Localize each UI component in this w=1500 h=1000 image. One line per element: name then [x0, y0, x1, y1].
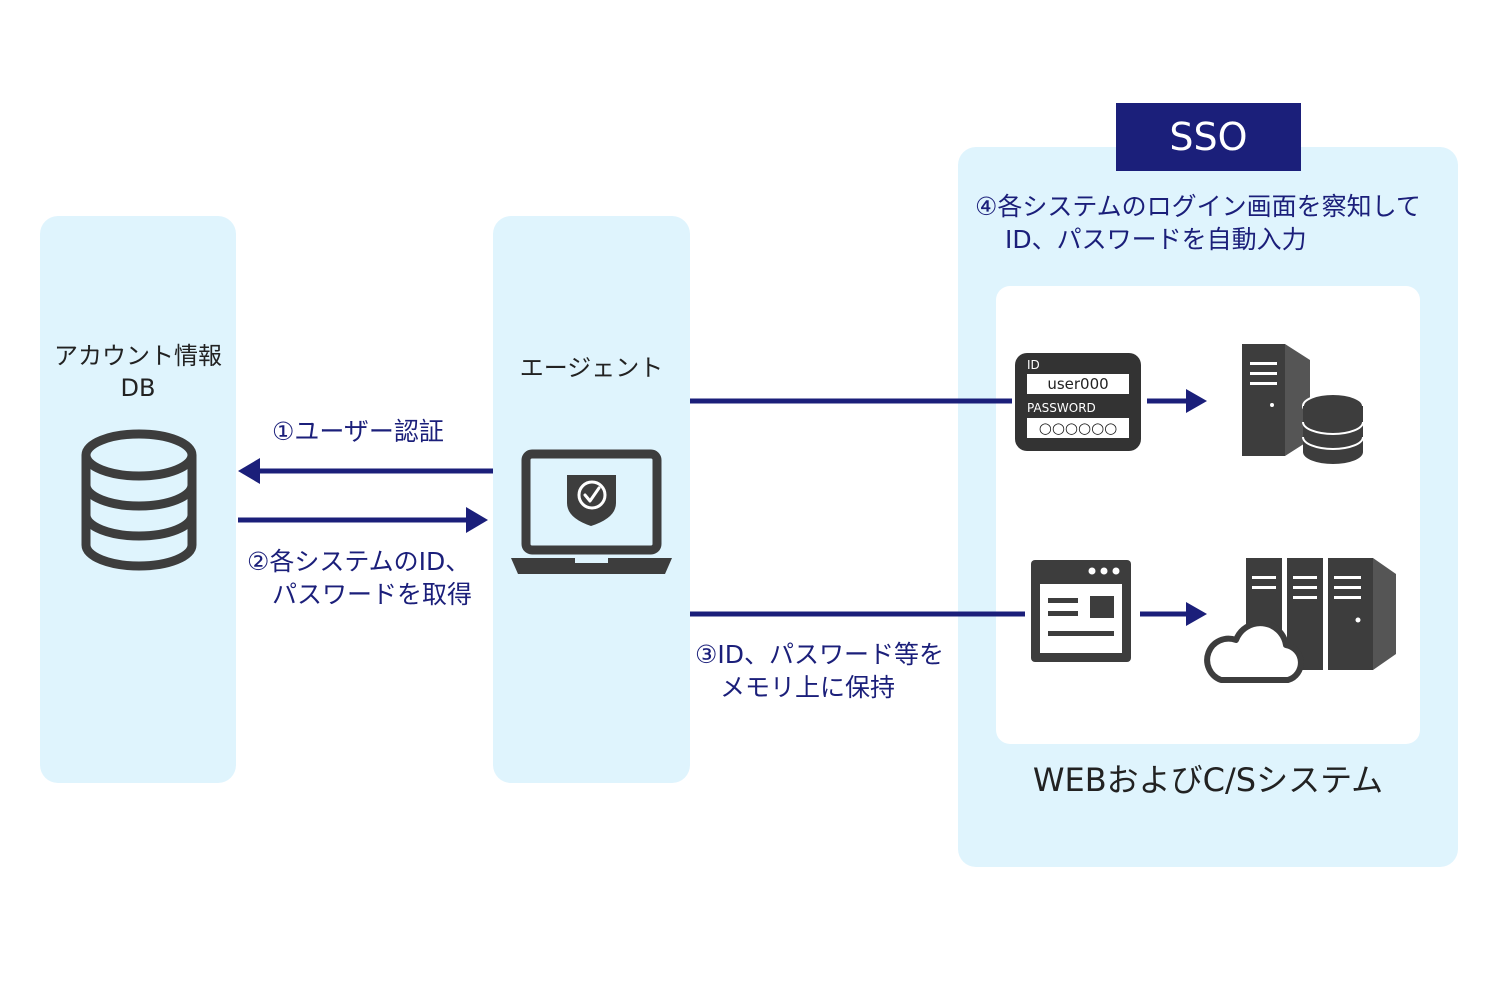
laptop-shield-icon — [511, 449, 672, 574]
step4-text: ④各システムのログイン画面を察知して ID、パスワードを自動入力 — [975, 190, 1421, 256]
account-db-label-line2: DB — [120, 374, 156, 402]
browser-window-icon — [1031, 560, 1131, 662]
login-card-password-caption: PASSWORD — [1027, 401, 1096, 415]
step4-line2: ID、パスワードを自動入力 — [1005, 225, 1307, 254]
account-db-panel — [40, 216, 236, 783]
arrow-agent-to-db — [238, 458, 493, 484]
login-card-password-field: ○○○○○○ — [1027, 418, 1129, 438]
step1-text: ①ユーザー認証 — [272, 417, 444, 446]
agent-label: エージェント — [519, 354, 664, 382]
cloud-servers-icon — [1204, 558, 1396, 683]
step4-line1: ④各システムのログイン画面を察知して — [975, 192, 1421, 221]
database-icon — [81, 429, 197, 571]
step2-text: ②各システムのID、 パスワードを取得 — [247, 545, 472, 611]
arrow-browser-to-cloud — [1140, 602, 1207, 626]
account-db-label: アカウント情報 DB — [40, 340, 236, 404]
login-card-id-field: user000 — [1027, 374, 1129, 394]
step3-text: ③ID、パスワード等を メモリ上に保持 — [695, 638, 944, 704]
arrow-login-to-server — [1147, 389, 1207, 413]
login-card-icon: ID user000 PASSWORD ○○○○○○ — [1015, 353, 1141, 451]
step3-line1: ③ID、パスワード等を — [695, 640, 945, 669]
step2-line2: パスワードを取得 — [272, 580, 473, 609]
login-card-id-caption: ID — [1027, 358, 1040, 372]
account-db-label-line1: アカウント情報 — [54, 342, 222, 370]
step3-line2: メモリ上に保持 — [720, 673, 896, 702]
sso-tag: SSO — [1116, 103, 1301, 171]
systems-footer-label: WEBおよびC/Sシステム — [1032, 761, 1384, 799]
step2-line1: ②各システムのID、 — [247, 547, 471, 576]
arrow-db-to-agent — [238, 507, 488, 533]
server-database-icon — [1242, 344, 1364, 464]
